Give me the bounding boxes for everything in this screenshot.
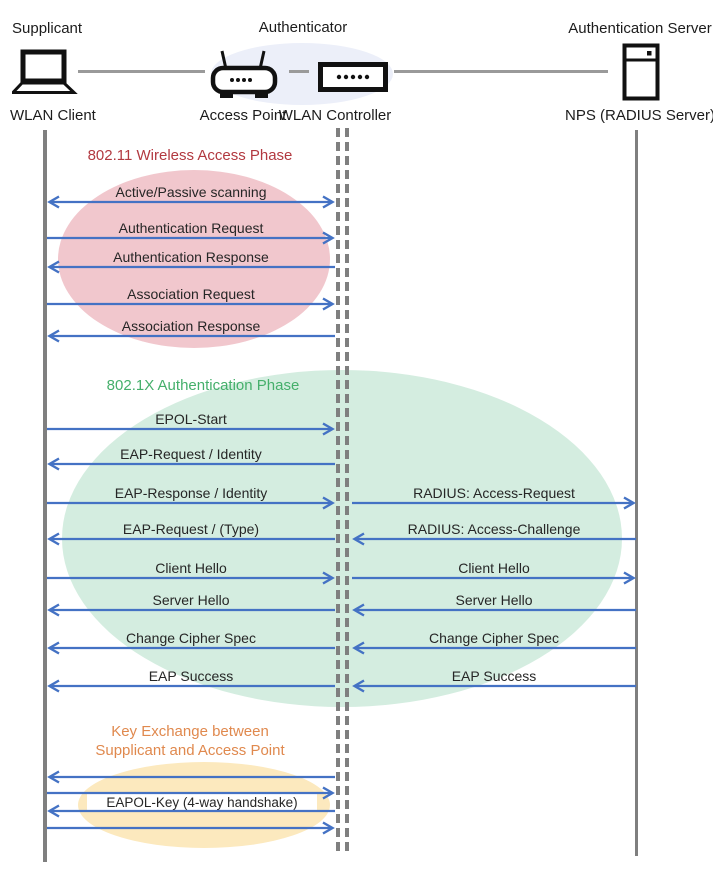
server-icon — [622, 43, 660, 106]
message-label: EPOL-Start — [155, 411, 227, 427]
server-lifeline — [635, 130, 638, 856]
message-label: EAP-Response / Identity — [114, 485, 268, 501]
message-arrow-right — [352, 495, 636, 511]
message-arrow-left — [47, 602, 335, 618]
message-arrow-left — [352, 602, 636, 618]
message-label: Change Cipher Spec — [429, 630, 559, 646]
wlan-controller-icon — [317, 61, 389, 98]
message-arrow-left — [47, 531, 335, 547]
phase3-title: Key Exchange between Supplicant and Acce… — [95, 723, 285, 759]
message-arrow-both — [47, 194, 335, 210]
message-arrow-left — [352, 531, 636, 547]
message-label: RADIUS: Access-Request — [413, 485, 575, 501]
authenticator-lifeline-dashed-left — [336, 128, 340, 855]
access-point-label: Access Point — [199, 107, 287, 124]
message-label: EAP-Request / (Type) — [122, 521, 260, 537]
authenticator-role-label: Authenticator — [258, 19, 348, 36]
message-label: Authentication Response — [113, 249, 269, 265]
message-arrow-left — [47, 678, 335, 694]
connector-client-ap — [78, 70, 205, 73]
message-arrow-right — [47, 820, 335, 836]
message-label: Client Hello — [155, 560, 227, 576]
connector-wlc-server — [394, 70, 608, 73]
message-arrow-right — [47, 296, 335, 312]
nps-server-label: NPS (RADIUS Server) — [564, 107, 713, 124]
message-arrow-left — [47, 259, 335, 275]
message-arrow-left — [47, 640, 335, 656]
eapol-key-label: EAPOL-Key (4-way handshake) — [87, 793, 317, 811]
message-label: Server Hello — [152, 592, 230, 608]
message-label: Authentication Request — [118, 220, 264, 236]
message-label: EAP-Request / Identity — [120, 446, 262, 462]
message-label: Association Response — [121, 318, 261, 334]
message-arrow-left — [352, 678, 636, 694]
supplicant-lifeline — [43, 130, 47, 862]
supplicant-role-label: Supplicant — [12, 20, 83, 37]
message-arrow-left — [352, 640, 636, 656]
message-label: EAP Success — [148, 668, 234, 684]
message-arrow-right — [352, 570, 636, 586]
connector-ap-wlc — [289, 70, 309, 73]
message-arrow-left — [47, 803, 335, 819]
authenticator-lifeline-dashed-right — [345, 128, 349, 855]
wlan-controller-label: WLAN Controller — [278, 107, 392, 124]
message-label: Active/Passive scanning — [115, 184, 267, 200]
message-label: Association Request — [127, 286, 255, 302]
message-arrow-right — [47, 570, 335, 586]
message-label: Change Cipher Spec — [126, 630, 256, 646]
message-arrow-right — [47, 421, 335, 437]
message-arrow-right — [47, 495, 335, 511]
message-arrow-left — [47, 769, 335, 785]
phase1-ellipse — [58, 170, 330, 348]
message-label: RADIUS: Access-Challenge — [407, 521, 581, 537]
message-arrow-right — [47, 230, 335, 246]
message-arrow-left — [47, 328, 335, 344]
laptop-icon — [9, 49, 78, 101]
message-label: EAP Success — [451, 668, 537, 684]
message-label: Client Hello — [458, 560, 530, 576]
phase2-title: 802.1X Authentication Phase — [106, 377, 300, 394]
phase1-title: 802.11 Wireless Access Phase — [87, 147, 293, 164]
message-arrow-left — [47, 456, 335, 472]
authentication-server-role-label: Authentication Server — [568, 20, 712, 37]
message-label: Server Hello — [455, 592, 533, 608]
message-arrow-right — [47, 785, 335, 801]
access-point-icon — [209, 47, 279, 110]
wlan-client-label: WLAN Client — [10, 107, 96, 124]
